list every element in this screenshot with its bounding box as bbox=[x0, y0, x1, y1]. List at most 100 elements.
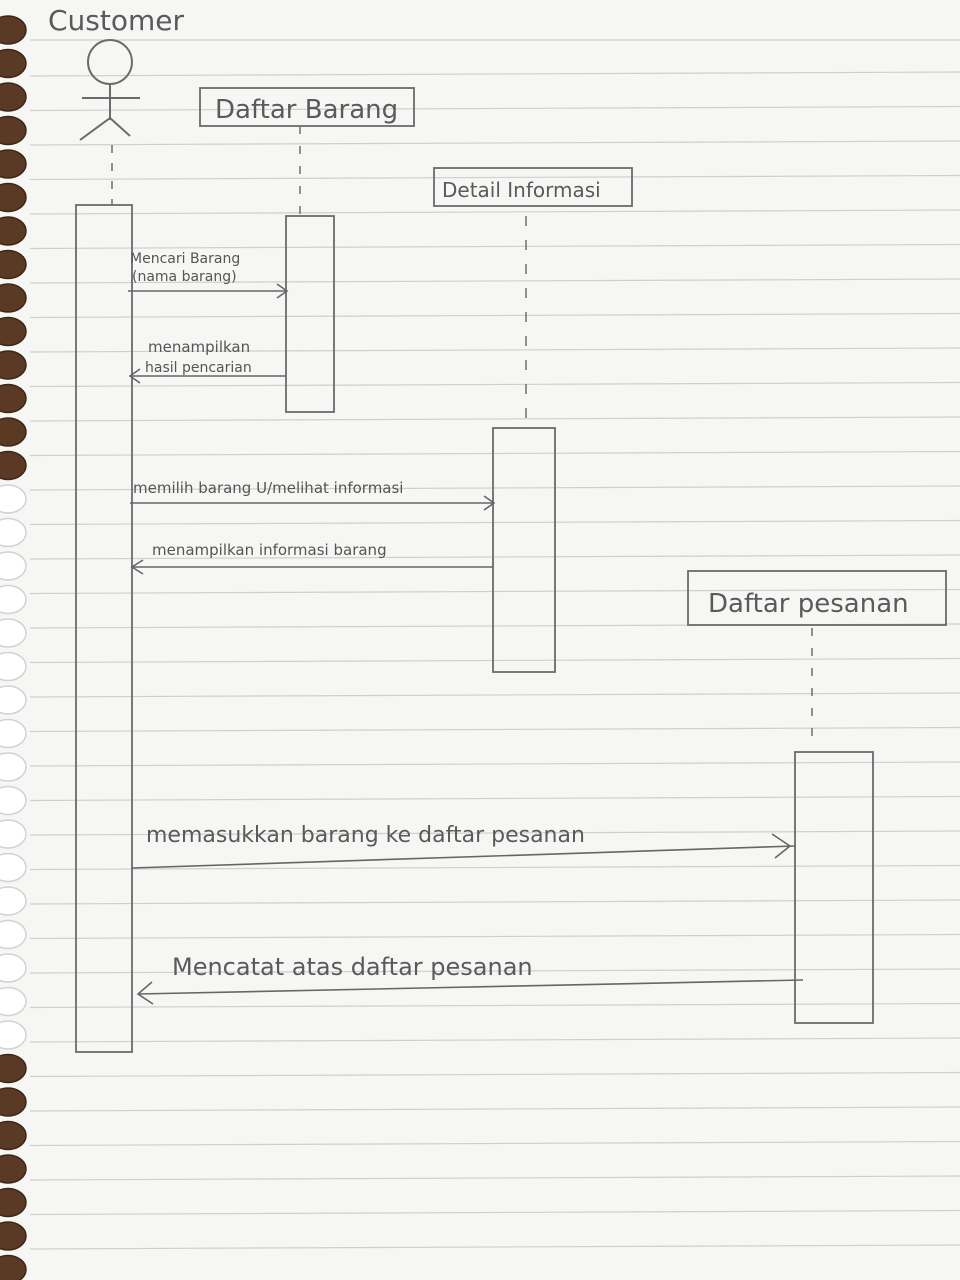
message-3-label: memilih barang U/melihat informasi bbox=[133, 479, 403, 497]
binder-hole bbox=[0, 82, 27, 112]
ruled-line bbox=[29, 519, 960, 526]
binder-hole bbox=[0, 1254, 27, 1280]
ruled-line bbox=[29, 140, 960, 146]
binder-hole bbox=[0, 785, 27, 816]
binder-hole bbox=[0, 450, 27, 481]
binder-hole bbox=[0, 283, 27, 313]
object-daftar-pesanan-label: Daftar pesanan bbox=[708, 589, 909, 619]
actor-customer: Customer bbox=[48, 4, 184, 141]
binder-hole bbox=[0, 584, 27, 615]
binder-hole bbox=[0, 484, 27, 514]
binder-hole bbox=[0, 1187, 27, 1218]
ruled-line bbox=[29, 554, 960, 560]
ruled-line bbox=[29, 830, 960, 836]
actor-activation bbox=[75, 204, 133, 1053]
binder-hole bbox=[0, 651, 27, 682]
binder-hole bbox=[0, 249, 27, 280]
binder-hole bbox=[0, 718, 27, 749]
binder-hole bbox=[0, 1020, 27, 1050]
message-5-label: memasukkan barang ke daftar pesanan bbox=[146, 823, 585, 848]
binder-hole bbox=[0, 48, 27, 79]
binder-hole bbox=[0, 216, 27, 246]
object-daftar-barang-label: Daftar Barang bbox=[215, 95, 398, 125]
message-1-label-line1: Mencari Barang bbox=[130, 251, 240, 267]
ruled-line bbox=[29, 864, 960, 871]
ruled-line bbox=[29, 588, 960, 595]
ruled-line bbox=[29, 416, 960, 422]
ruled-line bbox=[29, 657, 960, 664]
ruled-line bbox=[29, 933, 960, 940]
ruled-line bbox=[29, 726, 960, 733]
ruled-line bbox=[29, 899, 960, 905]
object-detail-informasi-box bbox=[433, 167, 633, 207]
ruled-line bbox=[29, 71, 960, 77]
ruled-lines bbox=[29, 71, 960, 1250]
message-6-arrow bbox=[137, 979, 804, 995]
ruled-line bbox=[29, 761, 960, 767]
binder-hole bbox=[0, 1120, 27, 1151]
detail-informasi-activation bbox=[492, 427, 556, 673]
object-daftar-pesanan-box bbox=[687, 570, 947, 626]
binder-hole bbox=[0, 1221, 27, 1251]
message-2-arrowhead bbox=[128, 368, 141, 384]
binder-hole bbox=[0, 953, 27, 983]
binder-holes bbox=[0, 15, 27, 1280]
daftar-barang-activation bbox=[285, 215, 335, 413]
ruled-line bbox=[29, 243, 960, 250]
ruled-line bbox=[29, 1071, 960, 1078]
ruled-line bbox=[29, 1209, 960, 1216]
binder-hole bbox=[0, 886, 27, 916]
binder-hole bbox=[0, 115, 27, 146]
ruled-line bbox=[29, 278, 960, 284]
binder-hole bbox=[0, 1053, 27, 1084]
binder-hole bbox=[0, 819, 27, 849]
ruled-line bbox=[29, 968, 960, 974]
message-2-label-line1: menampilkan bbox=[148, 338, 250, 356]
ruled-line bbox=[29, 381, 960, 388]
binder-hole bbox=[0, 986, 27, 1017]
binder-hole bbox=[0, 517, 27, 548]
actor-label: Customer bbox=[48, 4, 184, 37]
message-5-arrow bbox=[131, 845, 796, 869]
binder-hole bbox=[0, 15, 27, 45]
message-3-arrowhead bbox=[483, 495, 496, 511]
message-2-label-line2: hasil pencarian bbox=[145, 360, 252, 376]
ruled-line bbox=[29, 1175, 960, 1181]
ruled-line bbox=[29, 450, 960, 457]
message-6-arrowhead bbox=[136, 981, 154, 1005]
message-1-arrowhead bbox=[276, 283, 289, 299]
binder-hole bbox=[0, 551, 27, 581]
daftar-pesanan-activation bbox=[794, 751, 874, 1024]
message-6-label: Mencatat atas daftar pesanan bbox=[172, 953, 533, 981]
ruled-line bbox=[29, 312, 960, 319]
ruled-line bbox=[29, 105, 960, 112]
ruled-line bbox=[29, 1106, 960, 1112]
binder-hole bbox=[0, 919, 27, 950]
message-5-arrowhead bbox=[771, 833, 792, 859]
ruled-line bbox=[29, 1037, 960, 1043]
ruled-line bbox=[29, 795, 960, 802]
ruled-line bbox=[29, 347, 960, 353]
message-1-label-line2: (nama barang) bbox=[132, 269, 237, 285]
message-4-arrowhead bbox=[130, 559, 144, 575]
ruled-line bbox=[29, 692, 960, 698]
ruled-line bbox=[29, 209, 960, 215]
binder-hole bbox=[0, 350, 27, 380]
binder-hole bbox=[0, 752, 27, 782]
binder-hole bbox=[0, 618, 27, 648]
ruled-line bbox=[29, 1002, 960, 1009]
ruled-line bbox=[29, 485, 960, 491]
ruled-line bbox=[29, 1140, 960, 1147]
actor-leg-left bbox=[79, 117, 111, 141]
binder-hole bbox=[0, 1087, 27, 1117]
binder-hole bbox=[0, 383, 27, 414]
ruled-line bbox=[29, 174, 960, 181]
binder-hole bbox=[0, 685, 27, 715]
binder-hole bbox=[0, 316, 27, 347]
message-4-label: menampilkan informasi barang bbox=[152, 541, 387, 559]
actor-leg-right bbox=[109, 117, 131, 137]
ruled-line bbox=[29, 1244, 960, 1250]
object-detail-informasi-label: Detail Informasi bbox=[442, 178, 601, 202]
binder-hole bbox=[0, 182, 27, 213]
